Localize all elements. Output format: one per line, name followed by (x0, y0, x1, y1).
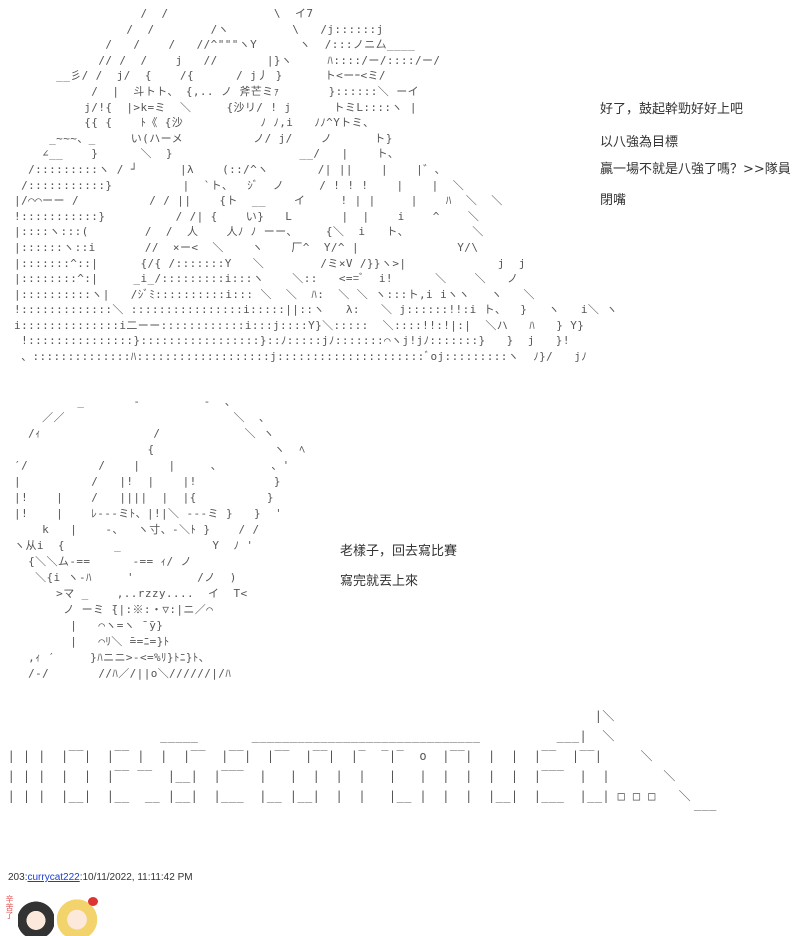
post-timestamp: 10/11/2022, 11:11:42 PM (82, 872, 193, 883)
ascii-art-line: |:::::::^::| {/{ /:::::::Y ＼ /ミ×V /}}ヽ>|… (0, 256, 526, 270)
ascii-art-line: | ⌒ﾘ＼ ̄==ﾆ=}ﾄ (0, 635, 170, 648)
ascii-art-line: | ⌒ヽ=ヽ ̄ ̄y} (0, 619, 164, 632)
ascii-art-line: ,ｨ ′ }ﾊニニ>-<=%ﾘ}ﾄﾆ}ﾄ、 (0, 651, 211, 664)
dialogue-line: 寫完就丟上來 (340, 574, 419, 589)
ascii-art-line: // / / j // |}ヽ ﾊ::::/ー/::::/ー/ (0, 53, 441, 67)
dialogue-line: 老樣子，回去寫比賽 (340, 544, 458, 559)
ascii-art-line: !:::::::::::::::}:::::::::::::::::}::ﾉ::… (0, 334, 570, 348)
ascii-art-line: /-/ //ﾊ／/||o＼//////|/ﾊ (0, 667, 232, 680)
ascii-art-line: /:::::::::::} | `ト、 ｼﾞ ノ / ! ! ! | | ＼ (0, 178, 465, 192)
ascii-art-line: _____ ______________________________ ___… (0, 729, 615, 743)
ascii-art-line: |::::::::^:| _i_/:::::::::i:::ヽ ＼:: <==ﾞ… (0, 272, 519, 286)
ascii-art-line: |/⌒⌒ーー / / / || {ト __ イ ! | | | ﾊ ＼ ＼ (0, 194, 503, 208)
ascii-art-line: |! | ﾚ---ミﾄ、|!|＼ ---ミ } } ' (0, 507, 283, 520)
dialogue-line: 以八強為目標 (600, 135, 679, 150)
post-number: 203 (8, 872, 25, 883)
ascii-art-line: ∠__ } ＼ } __/ | ト、 (0, 147, 400, 161)
ascii-art-line: 、::::::::::::::ﾊ:::::::::::::::::::j::::… (0, 350, 588, 364)
ascii-art-line: _ - - 、 (0, 395, 237, 408)
ascii-art-line: {＼＼ム-== -== ｨ/ ノ (0, 555, 192, 568)
ascii-art-line: /:::::::::ヽ / ┘ |λ (::/^ヽ /| || | |゛、 (0, 162, 446, 176)
username-link[interactable]: currycat222 (27, 872, 80, 883)
ascii-art-top: / / \ イ7 / / /ヽ \ /j::::::j / / / //^"""… (0, 6, 618, 365)
ascii-art-line: |::::::ヽ::i // ×ー< ＼ ヽ 厂^ Y/^ | Y/\ (0, 240, 479, 254)
ascii-art-line: / / / //^"""ヽY ヽ /:::ノニ厶____ (0, 38, 416, 52)
ascii-art-line: |! | / |||| | |{ } (0, 491, 274, 504)
dialogue-line: 好了，鼓起幹勁好好上吧 (600, 102, 744, 117)
ascii-art-line: i::::::::::::::i二ーー::::::::::::i:::j::::… (0, 318, 585, 332)
ascii-art-line: / | 斗トト、 {,.. ノ 斧芒ミｧ }::::::＼ ーイ (0, 84, 420, 98)
ascii-art-line: | / |! | |! } (0, 475, 281, 488)
post-footer: 203:currycat222:10/11/2022, 11:11:42 PM (8, 872, 193, 883)
ascii-art-line: ′/ / | | 、 、' (0, 459, 290, 472)
sticker-character-dark-hair (18, 895, 54, 936)
ascii-art-character: _ - - 、 ／／ ＼ 、 /ｨ / ＼ ヽ { ヽ ﾍ ′/ / | | 、… (0, 394, 305, 682)
ascii-art-line: ノ ーミ ̄{|:※:・▽:|ニ／⌒ (0, 603, 214, 616)
ascii-art-line: {{ { ﾄ《 {沙 ﾉ ﾉ,i ﾉﾉ^Yトミ、 (0, 116, 375, 130)
ascii-art-line: !:::::::::::} / /| { い} L | | i ^ ＼ (0, 209, 480, 223)
ascii-art-line: /ｨ / ＼ ヽ (0, 427, 275, 440)
ascii-art-line: >マ _ ,..rzzy.... イ T< (0, 587, 248, 600)
separator: : (79, 872, 83, 883)
ascii-art-line: ＼{i ヽ-ﾊ ' /ノ ) (0, 571, 237, 584)
sticker-image: 辛苦了 (5, 895, 98, 936)
ascii-art-line: | | | | | |‾‾ ‾‾ |__| |‾‾‾ | | | | | | |… (0, 769, 676, 783)
ascii-art-line: |::::::::::ヽ| /ｼﾞﾐ::::::::::i::: ＼ ＼ ﾊ: … (0, 287, 535, 301)
ascii-art-line: / / \ イ7 (0, 7, 314, 20)
ascii-art-line: __彡/ / j/ { /{ / j丿 } ト<ーｰ<ミ/ (0, 69, 386, 83)
separator: : (24, 872, 28, 883)
ascii-art-line: |::::ヽ:::( / / 人 人ﾉ ﾉ ーー、 {＼ i ト、 ＼ (0, 225, 484, 239)
ascii-art-line: ‾‾‾ (0, 809, 717, 823)
ascii-art-line: _~~~、_ い(ハーメ ノ/ j/ ノ ト} (0, 131, 393, 145)
ascii-art-line: / / /ヽ \ /j::::::j (0, 22, 384, 36)
ascii-art-line: !:::::::::::::＼ ::::::::::::::::i:::::||… (0, 303, 618, 317)
ascii-art-line: k | ‐、 ヽ寸、-＼ﾄ } / / (0, 523, 260, 536)
sticker-caption: 辛苦了 (5, 895, 14, 919)
dialogue-line: 贏一場不就是八強了嗎？>>隊員 (600, 162, 791, 177)
ascii-art-line: { ヽ ﾍ (0, 443, 306, 456)
ascii-art-line: j/!{ |>k=ミ ＼ {沙リ/ ! j トミL::::ヽ | (0, 100, 417, 114)
ascii-art-line: |＼ (0, 709, 615, 723)
ascii-art-line: ヽ从i { _ Y ﾉ ' (0, 539, 254, 552)
ascii-art-line: ／／ ＼ 、 (0, 411, 271, 424)
ascii-art-line: | | | |__| |__ __ |__| |___ |__ |__| | |… (0, 789, 691, 803)
ascii-art-to-be-continued: |＼ _____ ______________________________ … (0, 706, 717, 826)
dialogue-line: 閉嘴 (600, 193, 627, 208)
sticker-ribbon (88, 897, 98, 906)
ascii-art-line: | | | |‾‾| |‾‾ | | |‾‾ |‾‾| |‾‾ |‾‾| |‾ … (0, 749, 653, 763)
